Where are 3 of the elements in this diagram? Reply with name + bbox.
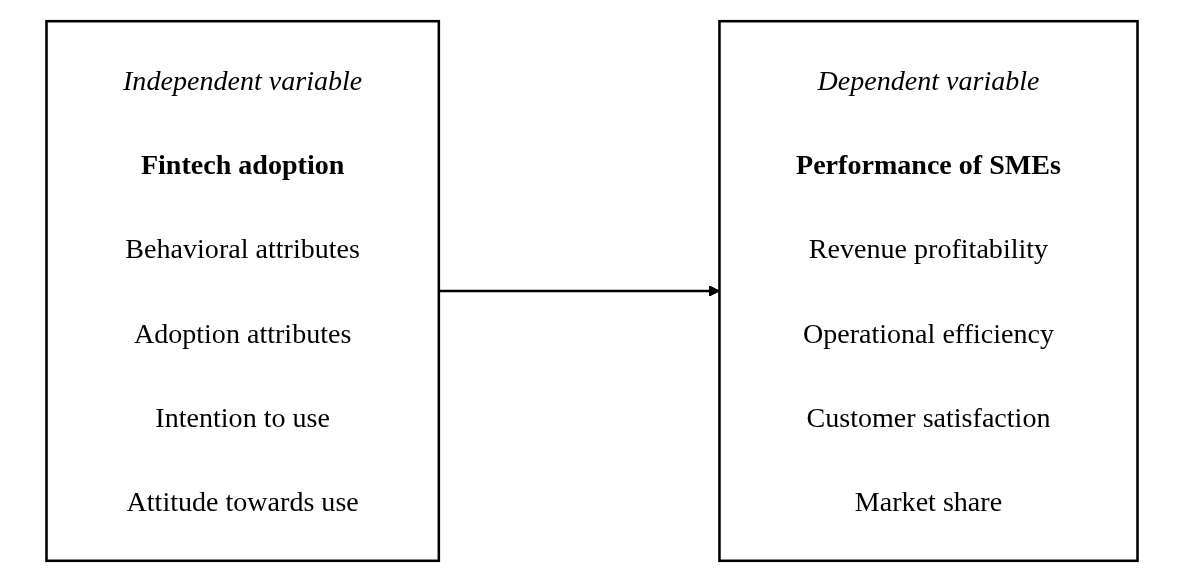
node-box	[45, 19, 441, 562]
node-box	[718, 19, 1139, 562]
arrow	[438, 284, 720, 297]
